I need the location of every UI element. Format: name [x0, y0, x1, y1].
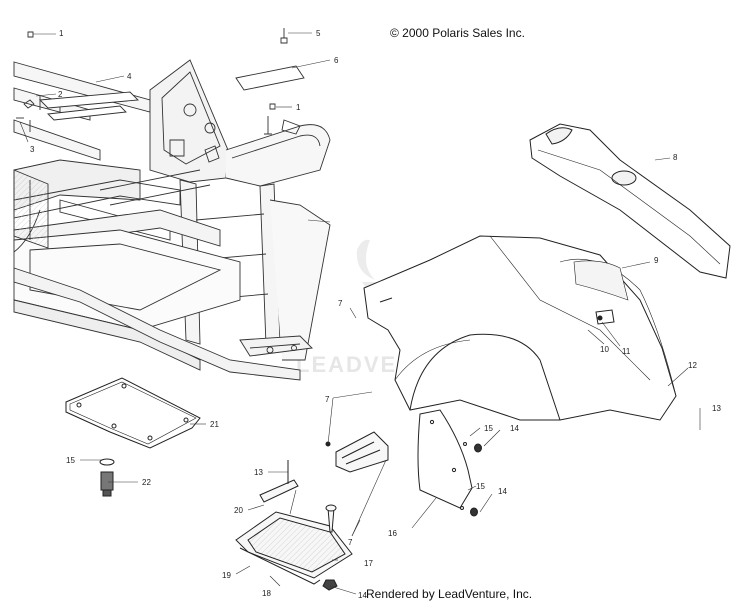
callout-17: 17	[364, 559, 373, 568]
callout-1: 1	[296, 103, 301, 112]
callout-7: 7	[348, 538, 353, 547]
callout-15: 15	[476, 482, 485, 491]
callout-20: 20	[234, 506, 243, 515]
leader-lines	[19, 32, 701, 595]
skid-plate	[65, 377, 201, 497]
callout-8: 8	[673, 153, 678, 162]
callout-7: 7	[325, 395, 330, 404]
callout-13: 13	[254, 468, 263, 477]
callout-4: 4	[127, 72, 132, 81]
copyright-text: © 2000 Polaris Sales Inc.	[390, 26, 525, 40]
callout-19: 19	[222, 571, 231, 580]
callout-14: 14	[358, 591, 367, 600]
callout-12: 12	[688, 361, 697, 370]
callout-14: 14	[510, 424, 519, 433]
callout-16: 16	[388, 529, 397, 538]
callout-10: 10	[600, 345, 609, 354]
callout-5: 5	[316, 29, 321, 38]
callout-1: 1	[59, 29, 64, 38]
mud-flap	[417, 409, 482, 517]
callout-6: 6	[334, 56, 339, 65]
callout-18: 18	[262, 589, 271, 598]
credit-text: Rendered by LeadVenture, Inc.	[366, 587, 532, 601]
front-fender	[363, 235, 677, 421]
foot-peg-upper	[325, 431, 389, 473]
frame-assembly	[13, 28, 331, 381]
footrest	[235, 460, 353, 591]
callout-3: 3	[30, 145, 35, 154]
side-panel	[529, 123, 731, 279]
callout-15: 15	[484, 424, 493, 433]
callout-22: 22	[142, 478, 151, 487]
callout-13: 13	[712, 404, 721, 413]
callout-2: 2	[58, 90, 63, 99]
callout-9: 9	[654, 256, 659, 265]
callout-11: 11	[622, 347, 631, 356]
callout-15: 15	[66, 456, 75, 465]
callout-numbers: 1 2 3 4 5 6 1 8 9 7 10 11 12 13 7 15 14 …	[30, 29, 721, 600]
callout-7: 7	[338, 299, 343, 308]
callout-21: 21	[210, 420, 219, 429]
callout-14: 14	[498, 487, 507, 496]
